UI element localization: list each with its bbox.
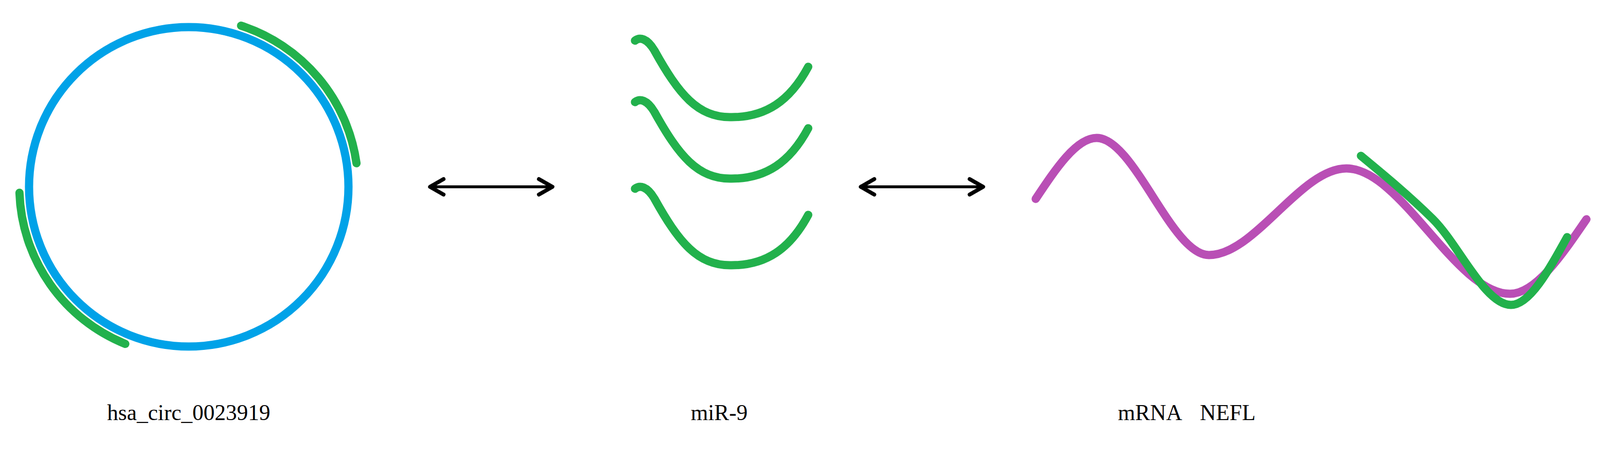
- mirna-strands: miR-9: [624, 9, 818, 441]
- bound-mirna: [1360, 155, 1568, 305]
- mrna-strand: [1035, 137, 1587, 294]
- mirna-strand: [634, 38, 809, 118]
- node-label: miR-9: [688, 399, 750, 426]
- node-label: hsa_circ_0023919: [105, 399, 272, 426]
- double-arrow: [430, 185, 553, 189]
- mirna-strand: [634, 100, 809, 179]
- circrna-circle-outline: [19, 9, 359, 441]
- mirna-strands-outline: [624, 9, 818, 441]
- double-arrow: [860, 185, 984, 189]
- bound-mirna: [19, 192, 126, 344]
- circrna-circle: hsa_circ_0023919: [19, 9, 359, 441]
- circrna-ring: [29, 27, 349, 347]
- bound-mirna: [241, 25, 357, 164]
- mirna-strand: [634, 186, 809, 266]
- mrna-wave-outline: [1026, 9, 1593, 441]
- node-label: mRNA NEFL: [1116, 399, 1258, 426]
- mrna-wave: mRNA NEFL: [1026, 9, 1593, 441]
